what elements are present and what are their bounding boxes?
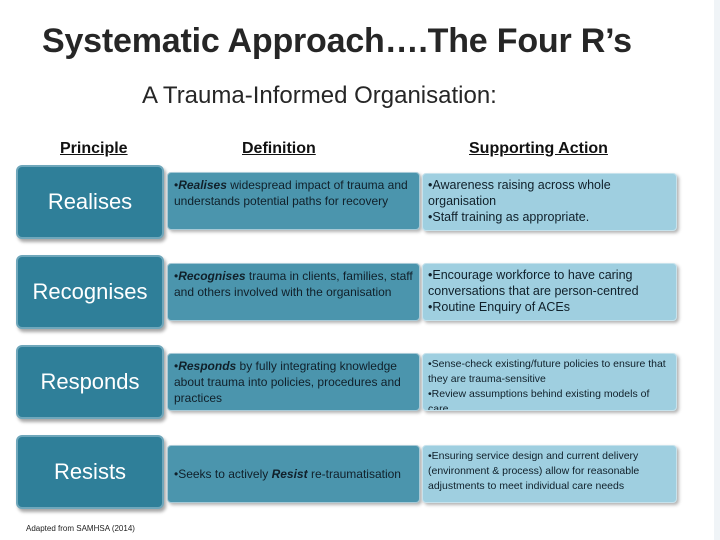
slide-edge [714, 0, 720, 540]
definition-emphasis: Resist [271, 467, 308, 481]
principle-box-responds: Responds [16, 345, 164, 419]
action-item: •Ensuring service design and current del… [428, 450, 640, 492]
action-box-recognises: •Encourage workforce to have caring conv… [422, 263, 677, 321]
principle-box-realises: Realises [16, 165, 164, 239]
action-item: •Staff training as appropriate. [428, 210, 590, 224]
slide-title: Systematic Approach….The Four R’s [42, 22, 632, 60]
principle-label: Responds [40, 369, 140, 394]
principle-label: Resists [53, 459, 127, 484]
action-box-resists: •Ensuring service design and current del… [422, 445, 677, 503]
definition-text: •Seeks to actively [174, 467, 272, 481]
definition-box-resists: •Seeks to actively Resist re-traumatisat… [167, 445, 420, 503]
definition-text: widespread impact of trauma and understa… [174, 178, 408, 208]
slide-subtitle: A Trauma-Informed Organisation: [142, 82, 497, 109]
principle-label: Realises [47, 189, 133, 214]
definition-box-realises: •Realises widespread impact of trauma an… [167, 172, 420, 230]
definition-text: by fully integrating knowledge about tra… [174, 359, 401, 405]
bullet: • [174, 359, 179, 373]
principle-label: Recognises [32, 279, 148, 304]
column-header-definition: Definition [242, 140, 316, 157]
action-item: •Awareness raising across whole organisa… [428, 178, 611, 208]
definition-text: re-traumatisation [307, 467, 401, 481]
bullet: • [174, 178, 179, 192]
definition-box-responds: •Responds by fully integrating knowledge… [167, 353, 420, 411]
definition-emphasis: Realises [178, 178, 227, 192]
definition-box-recognises: •Recognises trauma in clients, families,… [167, 263, 420, 321]
column-header-supporting-action: Supporting Action [469, 140, 608, 157]
definition-emphasis: Recognises [178, 269, 246, 283]
definition-text: trauma in clients, families, staff and o… [174, 269, 413, 299]
action-box-responds: •Sense-check existing/future policies to… [422, 353, 677, 411]
action-item: •Encourage workforce to have caring conv… [428, 268, 639, 298]
action-box-realises: •Awareness raising across whole organisa… [422, 173, 677, 231]
bullet: • [174, 269, 179, 283]
action-item: •Sense-check existing/future policies to… [428, 358, 666, 385]
column-header-principle: Principle [60, 140, 128, 157]
principle-box-resists: Resists [16, 435, 164, 509]
action-item: •Review assumptions behind existing mode… [428, 388, 650, 411]
definition-emphasis: Responds [178, 359, 237, 373]
source-citation: Adapted from SAMHSA (2014) [26, 524, 135, 533]
principle-box-recognises: Recognises [16, 255, 164, 329]
action-item: •Routine Enquiry of ACEs [428, 300, 570, 314]
